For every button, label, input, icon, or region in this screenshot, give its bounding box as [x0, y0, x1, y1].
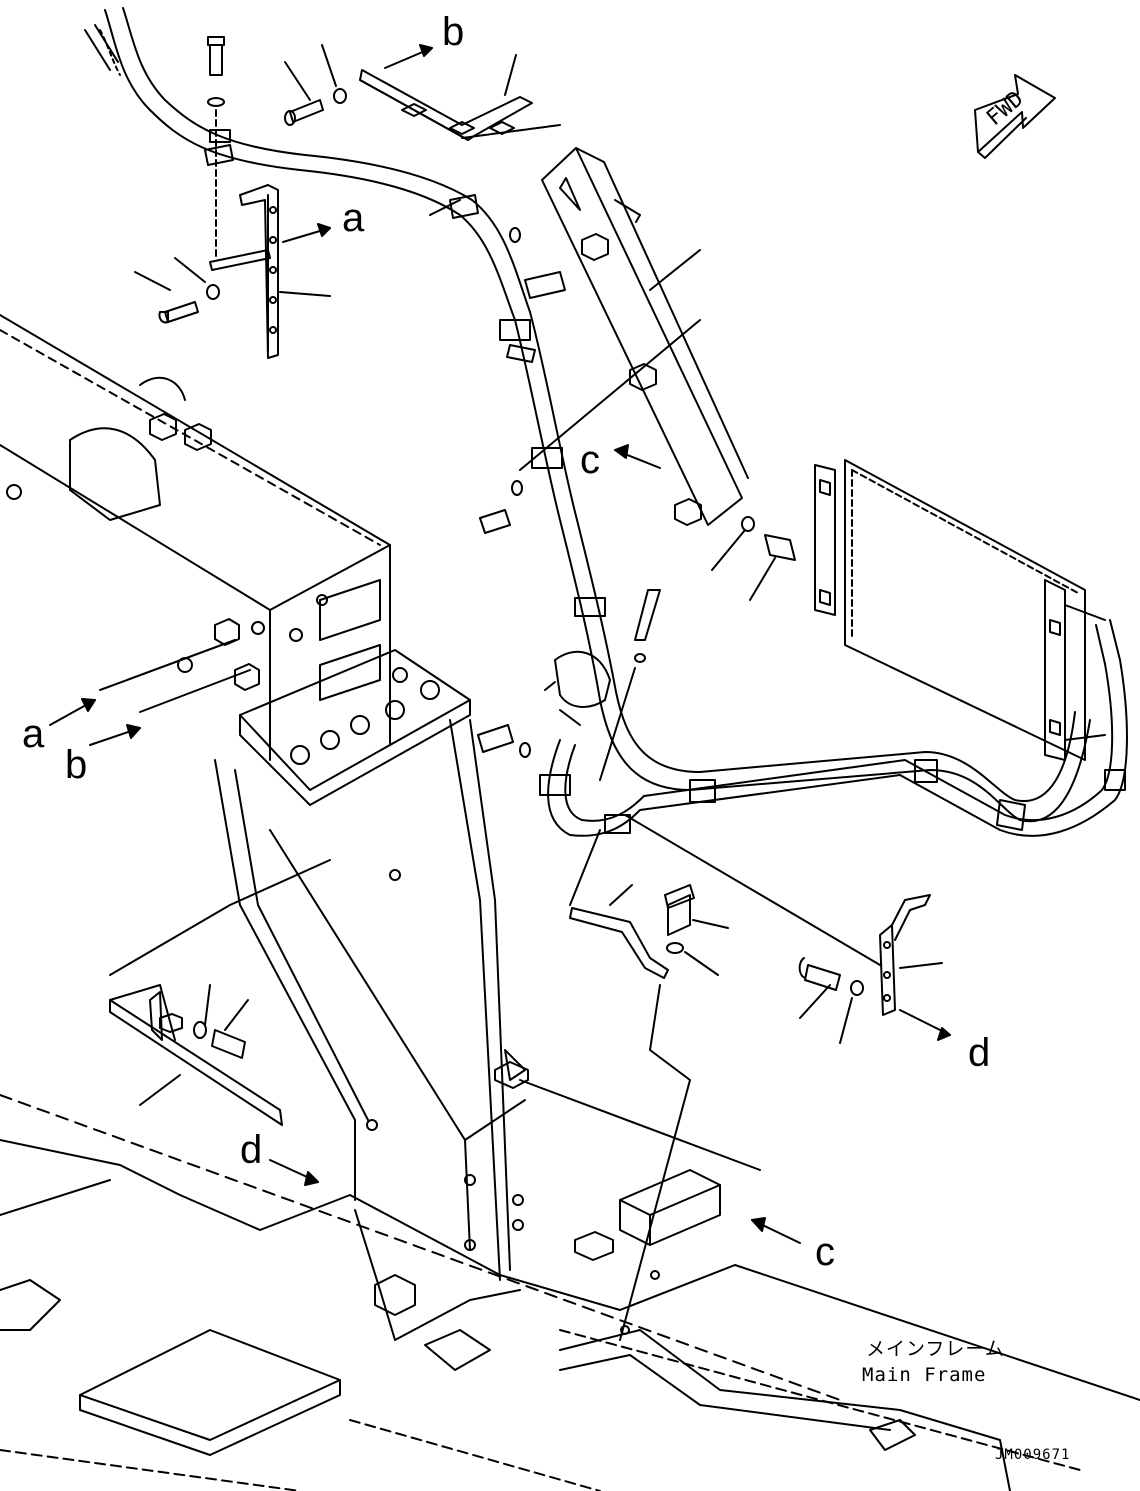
fwd-arrow-icon	[974, 74, 1056, 159]
bracket-c-group	[479, 147, 796, 601]
caption-jp: メインフレーム	[866, 1338, 1005, 1360]
bracket-d-left-group	[109, 859, 331, 1126]
label-b-left: b	[65, 743, 88, 787]
bracket-a-group	[134, 36, 331, 359]
bracket-b-group	[284, 44, 561, 216]
main-frame-lower	[0, 1049, 1140, 1491]
label-c-top: c	[580, 438, 600, 482]
label-a-top: a	[342, 196, 365, 240]
bracket-d-right-group	[624, 814, 951, 1044]
label-a-left: a	[22, 712, 45, 756]
label-c-right: c	[815, 1230, 835, 1274]
main-structure	[0, 314, 526, 1281]
label-d-right: d	[968, 1031, 991, 1075]
caption-en: Main Frame	[862, 1364, 987, 1386]
hose-assembly	[84, 7, 1128, 837]
mid-fittings	[477, 589, 729, 1341]
cooler-unit	[814, 459, 1106, 761]
drawing-code: JM009671	[995, 1447, 1071, 1463]
label-d-left: d	[240, 1128, 263, 1172]
label-b-top: b	[442, 10, 465, 54]
